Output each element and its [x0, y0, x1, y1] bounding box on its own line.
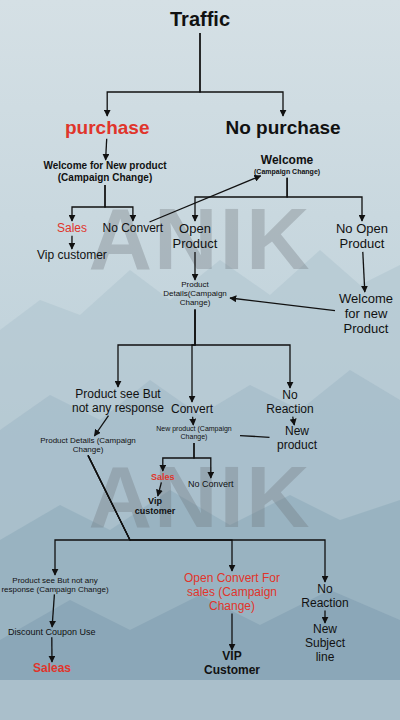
flow-step: Product Details (Campaign Change): [38, 436, 138, 454]
step-label: Convert: [171, 403, 213, 417]
flow-connector: [105, 185, 133, 221]
step-label: No Convert: [188, 479, 234, 489]
flow-connector: [150, 176, 261, 222]
flow-step: Product see But not any response: [67, 388, 169, 416]
step-label: Product Details(Campaign Change): [160, 280, 230, 308]
start-node: Traffic: [170, 8, 230, 31]
flow-step: No Convert: [103, 222, 164, 236]
flow-step: No Reaction: [298, 583, 353, 611]
flow-step: New product (Campaign Change): [148, 425, 240, 441]
flow-connector: [195, 310, 290, 388]
mid-mountain-range: [0, 370, 400, 720]
flow-connector: [107, 33, 200, 116]
step-label: Sales: [57, 222, 87, 236]
flow-step: Sales: [151, 472, 175, 482]
flow-step: New Subject line: [298, 623, 353, 664]
flow-connector: [231, 613, 232, 650]
flow-connector: [293, 417, 295, 425]
flow-step: Welcome for new Product: [335, 292, 397, 337]
valley-mist: [0, 680, 400, 720]
flow-step: No Open Product: [327, 222, 397, 252]
flow-connector: [51, 637, 53, 662]
outcome-node: No purchase: [226, 117, 341, 139]
step-label: New Subject line: [298, 623, 353, 664]
step-label: Vip customer: [37, 249, 107, 263]
step-label: No Reaction: [263, 389, 318, 417]
flow-connector: [163, 443, 194, 471]
step-label: Sales: [151, 472, 175, 482]
step-label: Product Details (Campaign Change): [38, 436, 138, 454]
flow-connector: [52, 594, 54, 627]
flow-connector: [200, 33, 283, 116]
step-label: Traffic: [170, 8, 230, 31]
flow-connector: [287, 178, 362, 221]
flow-step: Open Convert For sales (Campaign Change): [176, 572, 288, 613]
flow-connector: [240, 436, 270, 438]
flow-connector: [195, 178, 287, 221]
step-label: Saleas: [33, 662, 71, 676]
flow-step: Welcome(Campaign Change): [254, 154, 320, 176]
far-mountain-range: [0, 250, 400, 720]
step-label: Open Product: [169, 222, 221, 252]
flow-step: Sales: [57, 222, 87, 236]
step-label: Welcome: [254, 154, 320, 168]
flow-step: New product: [270, 425, 325, 453]
flow-step: No Reaction: [263, 389, 318, 417]
flow-connector: [71, 236, 72, 249]
flow-step: VIP Customer: [197, 650, 267, 678]
flow-connector: [230, 298, 335, 311]
flow-connector: [94, 416, 108, 436]
step-label: New product (Campaign Change): [148, 425, 240, 441]
step-label: Welcome for new Product: [335, 292, 397, 337]
flow-step: Vip customer: [130, 496, 180, 517]
step-label: Product see But not any response (Campai…: [1, 576, 109, 594]
flow-connector: [88, 455, 325, 582]
flow-step: Product Details(Campaign Change): [160, 280, 230, 308]
flow-step: No Convert: [188, 479, 234, 489]
flow-connector: [192, 417, 194, 425]
flow-connector: [194, 443, 211, 478]
step-label: Discount Coupon Use: [8, 627, 96, 637]
step-label: Product see But not any response: [67, 388, 169, 416]
outcome-node: purchase: [65, 117, 149, 139]
flow-step: Welcome for New product (Campaign Change…: [35, 160, 175, 183]
step-label: Welcome for New product (Campaign Change…: [35, 160, 175, 183]
flow-connector: [55, 455, 130, 575]
step-label: Vip customer: [130, 496, 180, 517]
flow-step: Open Product: [169, 222, 221, 252]
flow-connector: [88, 455, 232, 571]
flow-connector: [158, 482, 162, 496]
flow-connector: [194, 252, 195, 280]
step-label: No purchase: [226, 117, 341, 139]
flow-connector: [106, 139, 107, 160]
flow-connector: [324, 611, 325, 623]
flow-connector: [72, 185, 105, 221]
flow-step: Saleas: [33, 662, 71, 676]
flow-connector: [118, 310, 195, 387]
flow-step: Vip customer: [37, 249, 107, 263]
flow-connector: [363, 252, 365, 292]
flow-step: Convert: [171, 403, 213, 417]
step-label: No Open Product: [327, 222, 397, 252]
step-label: New product: [270, 425, 325, 453]
step-label: (Campaign Change): [254, 168, 320, 176]
flow-step: Discount Coupon Use: [8, 627, 96, 637]
watermark-text: ANIK: [89, 446, 312, 548]
step-label: No Convert: [103, 222, 164, 236]
step-label: VIP Customer: [197, 650, 267, 678]
step-label: No Reaction: [298, 583, 353, 611]
flow-step: Product see But not any response (Campai…: [1, 576, 109, 594]
step-label: purchase: [65, 117, 149, 139]
step-label: Open Convert For sales (Campaign Change): [176, 572, 288, 613]
